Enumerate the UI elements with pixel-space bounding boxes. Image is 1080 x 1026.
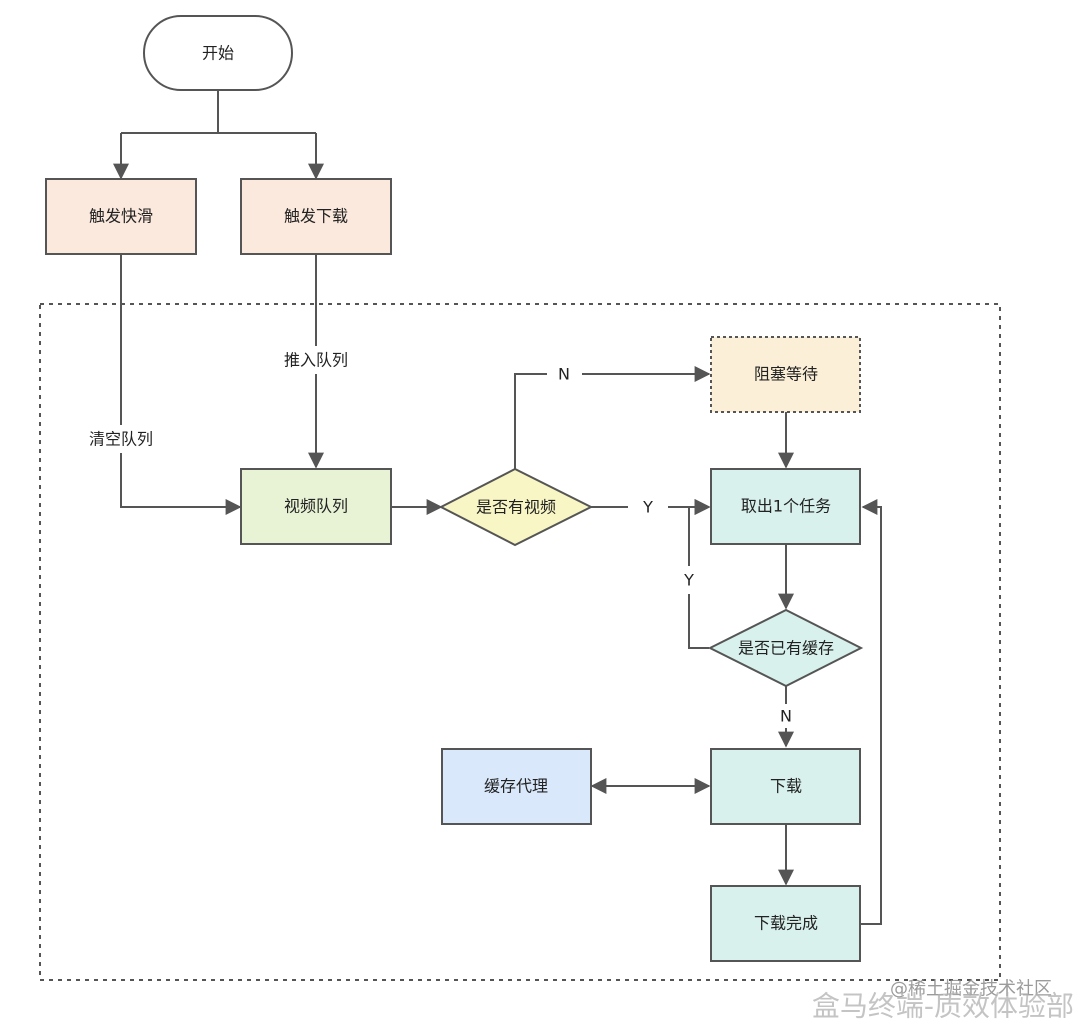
edge-label-cache-yes: Y	[683, 571, 694, 590]
watermark-community: @稀土掘金技术社区	[890, 979, 1052, 1000]
edge-label-yes-video: Y	[642, 498, 653, 517]
node-trigger-download: 触发下载	[240, 178, 392, 255]
node-take-task: 取出1个任务	[710, 468, 861, 545]
edge-label-no-video: N	[558, 365, 570, 384]
node-has-video: 是否有视频	[438, 467, 594, 547]
node-start: 开始	[143, 15, 293, 91]
node-video-queue-label: 视频队列	[284, 497, 348, 516]
edge-clear-queue	[120, 254, 242, 515]
edge-cache-yes	[688, 594, 709, 649]
node-has-video-label: 是否有视频	[476, 498, 556, 517]
node-trigger-swipe-label: 触发快滑	[89, 207, 153, 226]
node-trigger-download-label: 触发下载	[284, 207, 348, 226]
node-has-cache-label: 是否已有缓存	[738, 639, 834, 658]
node-download-done-label: 下载完成	[754, 914, 818, 933]
process-boundary	[39, 303, 1001, 981]
edge-cache-yes-arrow	[688, 499, 711, 566]
node-trigger-swipe: 触发快滑	[45, 178, 197, 255]
node-has-cache: 是否已有缓存	[707, 608, 864, 688]
node-download-done: 下载完成	[710, 885, 861, 962]
node-take-task-label: 取出1个任务	[741, 497, 831, 516]
node-cache-proxy-label: 缓存代理	[484, 777, 548, 796]
node-block-wait-label: 阻塞等待	[754, 365, 818, 384]
edge-no-video	[514, 373, 547, 469]
edge-done-loop	[861, 499, 882, 925]
edge-label-cache-no: N	[780, 707, 792, 726]
watermark-brand: 盒马终端-质效体验部	[812, 990, 1074, 1023]
node-download-label: 下载	[770, 777, 802, 796]
node-video-queue: 视频队列	[240, 468, 392, 545]
node-block-wait: 阻塞等待	[710, 336, 861, 413]
edge-label-clear-queue: 清空队列	[89, 430, 153, 449]
node-start-label: 开始	[202, 44, 234, 63]
node-download: 下载	[710, 748, 861, 825]
edge-label-push-queue: 推入队列	[284, 351, 348, 370]
node-cache-proxy: 缓存代理	[441, 748, 592, 825]
